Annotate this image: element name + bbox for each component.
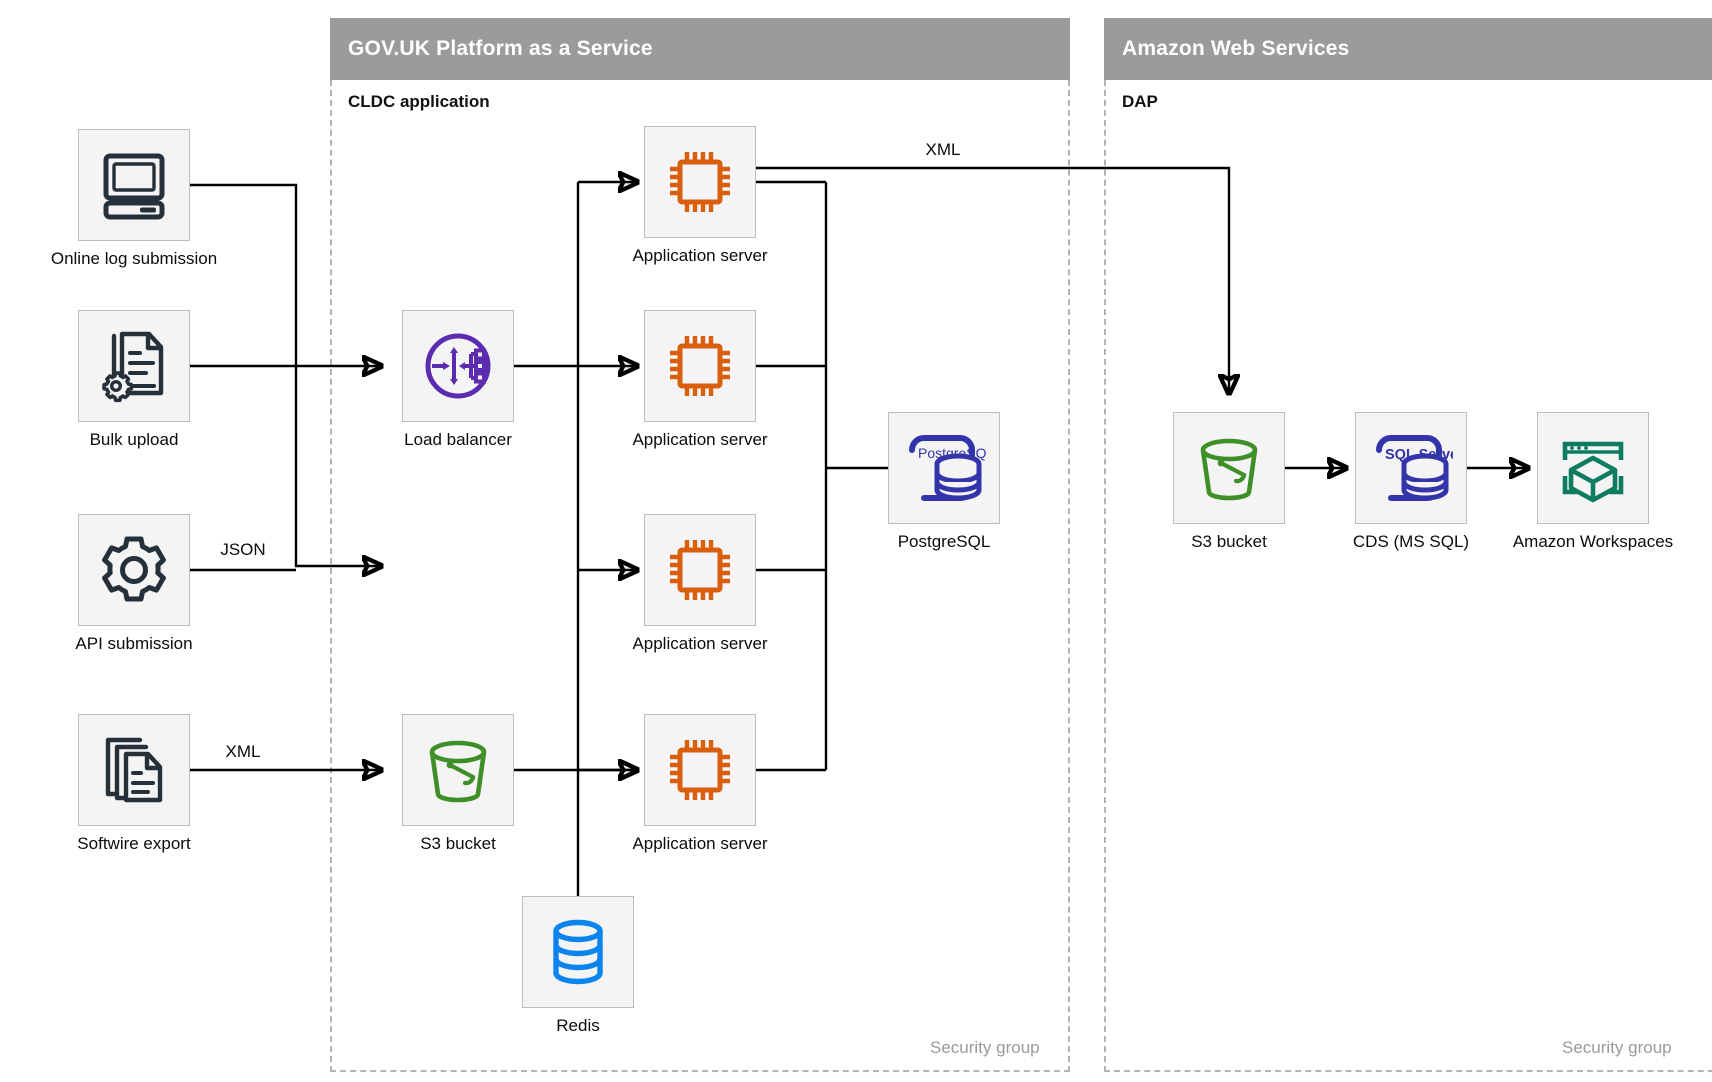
paas-group-title: GOV.UK Platform as a Service [348,37,653,60]
node-label-app-server-3: Application server [632,634,768,653]
s3-bucket-icon [1173,412,1285,524]
paas-sub-label: CLDC application [348,92,490,111]
sql-server-icon: SQL Server [1355,412,1467,524]
aws-group-title: Amazon Web Services [1122,37,1350,60]
gear-icon [78,514,190,626]
cpu-chip-icon [644,126,756,238]
paas-security-group-boundary [330,80,1070,1072]
node-label-api-submission: API submission [75,634,193,653]
node-label-cds-ms-sql: CDS (MS SQL) [1352,532,1470,551]
cpu-chip-icon [644,310,756,422]
node-label-app-server-2: Application server [632,430,768,449]
xml-input-edge-label: XML [225,742,261,761]
cpu-chip-icon [644,514,756,626]
aws-sub-label: DAP [1122,92,1158,111]
node-label-paas-s3-bucket: S3 bucket [420,834,496,853]
load-balancer-icon [402,310,514,422]
workspaces-cube-icon [1537,412,1649,524]
node-label-bulk-upload: Bulk upload [89,430,179,449]
desktop-computer-icon [78,129,190,241]
node-label-redis: Redis [556,1016,600,1035]
node-label-postgresql: PostgreSQL [897,532,991,551]
json-edge-label: JSON [220,540,266,559]
node-label-app-server-4: Application server [632,834,768,853]
paas-group-header: GOV.UK Platform as a Service [330,18,1070,80]
xml-output-edge-label: XML [925,140,961,159]
aws-group-header: Amazon Web Services [1104,18,1712,80]
node-label-online-log-submission: Online log submission [50,249,218,268]
postgresql-icon: PostgreSQL [888,412,1000,524]
cpu-chip-icon [644,714,756,826]
node-label-softwire-export: Softwire export [77,834,191,853]
documents-stack-icon [78,714,190,826]
s3-bucket-icon [402,714,514,826]
node-label-load-balancer: Load balancer [404,430,512,449]
paas-security-group-label: Security group [930,1038,1040,1057]
aws-security-group-boundary [1104,80,1712,1072]
aws-security-group-label: Security group [1562,1038,1672,1057]
redis-database-icon [522,896,634,1008]
node-label-amazon-workspaces: Amazon Workspaces [1512,532,1674,551]
node-label-app-server-1: Application server [632,246,768,265]
node-label-aws-s3-bucket: S3 bucket [1191,532,1267,551]
document-gear-icon [78,310,190,422]
